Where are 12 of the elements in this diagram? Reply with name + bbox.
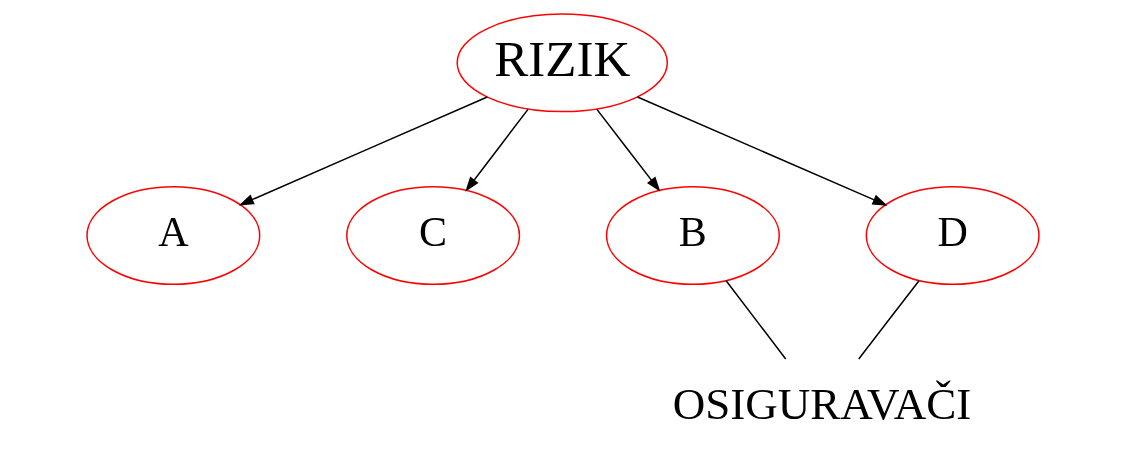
node-ellipse: A bbox=[86, 185, 261, 286]
node-ellipse: RIZIK bbox=[456, 13, 669, 113]
arrow bbox=[465, 108, 529, 192]
arrow bbox=[596, 108, 661, 192]
node-text: OSIGURAVAČI bbox=[672, 379, 972, 430]
arrow bbox=[238, 96, 488, 206]
connector bbox=[725, 279, 787, 360]
node-ellipse: D bbox=[865, 185, 1040, 286]
node-ellipse: C bbox=[346, 185, 521, 286]
node-ellipse: B bbox=[605, 185, 780, 286]
arrow bbox=[636, 96, 888, 206]
connector bbox=[858, 279, 920, 360]
